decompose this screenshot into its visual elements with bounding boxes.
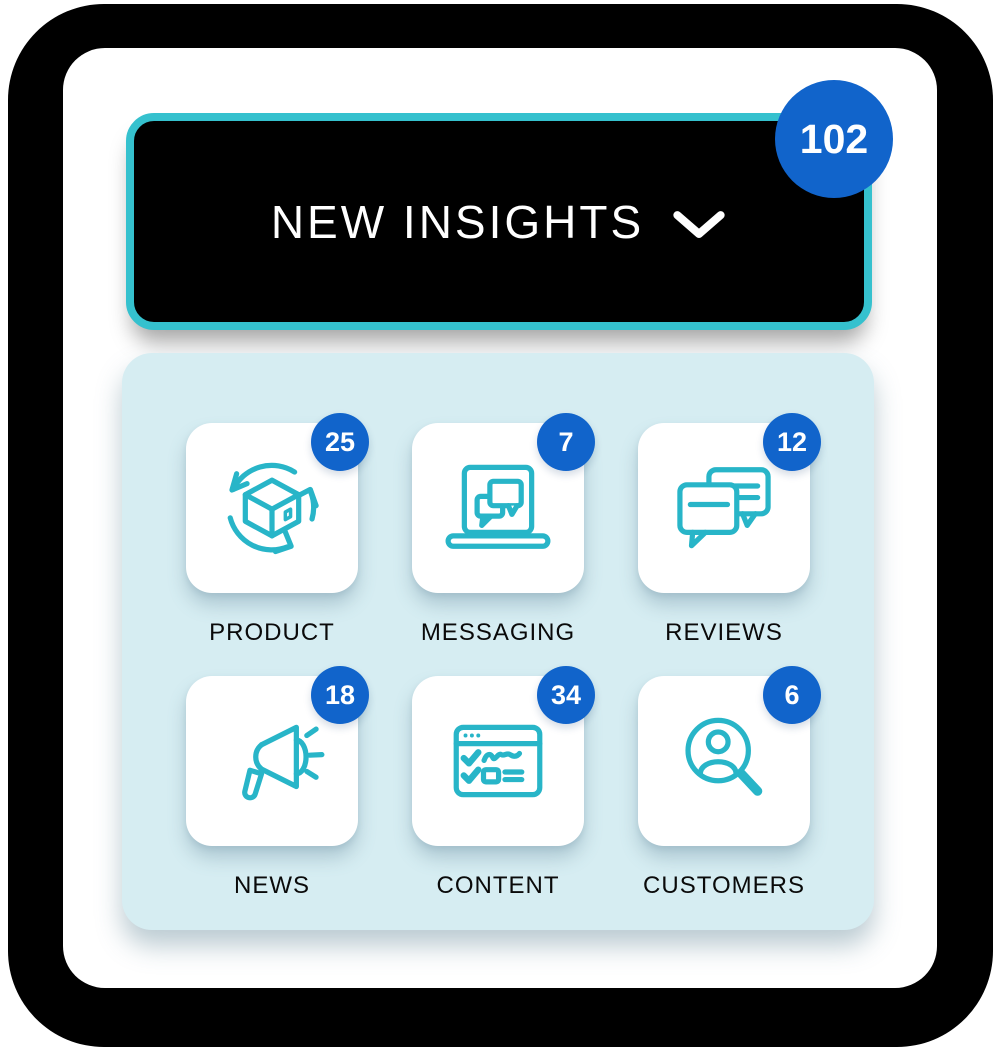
- product-count-badge: 25: [311, 413, 369, 471]
- product-label: PRODUCT: [209, 619, 335, 646]
- tile-content[interactable]: 34: [412, 666, 595, 846]
- content-label: CONTENT: [436, 872, 560, 899]
- customers-count-badge: 6: [763, 666, 821, 724]
- content-count-badge: 34: [537, 666, 595, 724]
- chevron-down-icon: [671, 209, 727, 241]
- tile-customers[interactable]: 6: [638, 666, 821, 846]
- reviews-label: REVIEWS: [665, 619, 783, 646]
- reviews-count-badge: 12: [763, 413, 821, 471]
- new-insights-button[interactable]: NEW INSIGHTS: [126, 113, 872, 330]
- tile-news[interactable]: 18: [186, 666, 369, 846]
- messaging-label: MESSAGING: [420, 619, 576, 646]
- tile-product[interactable]: 25: [186, 413, 369, 593]
- laptop-chat-icon: [440, 450, 556, 566]
- news-count-badge: 18: [311, 666, 369, 724]
- total-insights-badge: 102: [775, 80, 893, 198]
- megaphone-icon: [214, 703, 330, 819]
- product-360-icon: [214, 450, 330, 566]
- new-insights-title: NEW INSIGHTS: [270, 195, 645, 248]
- tile-reviews[interactable]: 12: [638, 413, 821, 593]
- tile-messaging[interactable]: 7: [412, 413, 595, 593]
- news-label: NEWS: [234, 872, 310, 899]
- browser-checklist-icon: [440, 703, 556, 819]
- magnifier-person-icon: [666, 703, 782, 819]
- customers-label: CUSTOMERS: [643, 872, 805, 899]
- speech-bubbles-icon: [666, 450, 782, 566]
- messaging-count-badge: 7: [537, 413, 595, 471]
